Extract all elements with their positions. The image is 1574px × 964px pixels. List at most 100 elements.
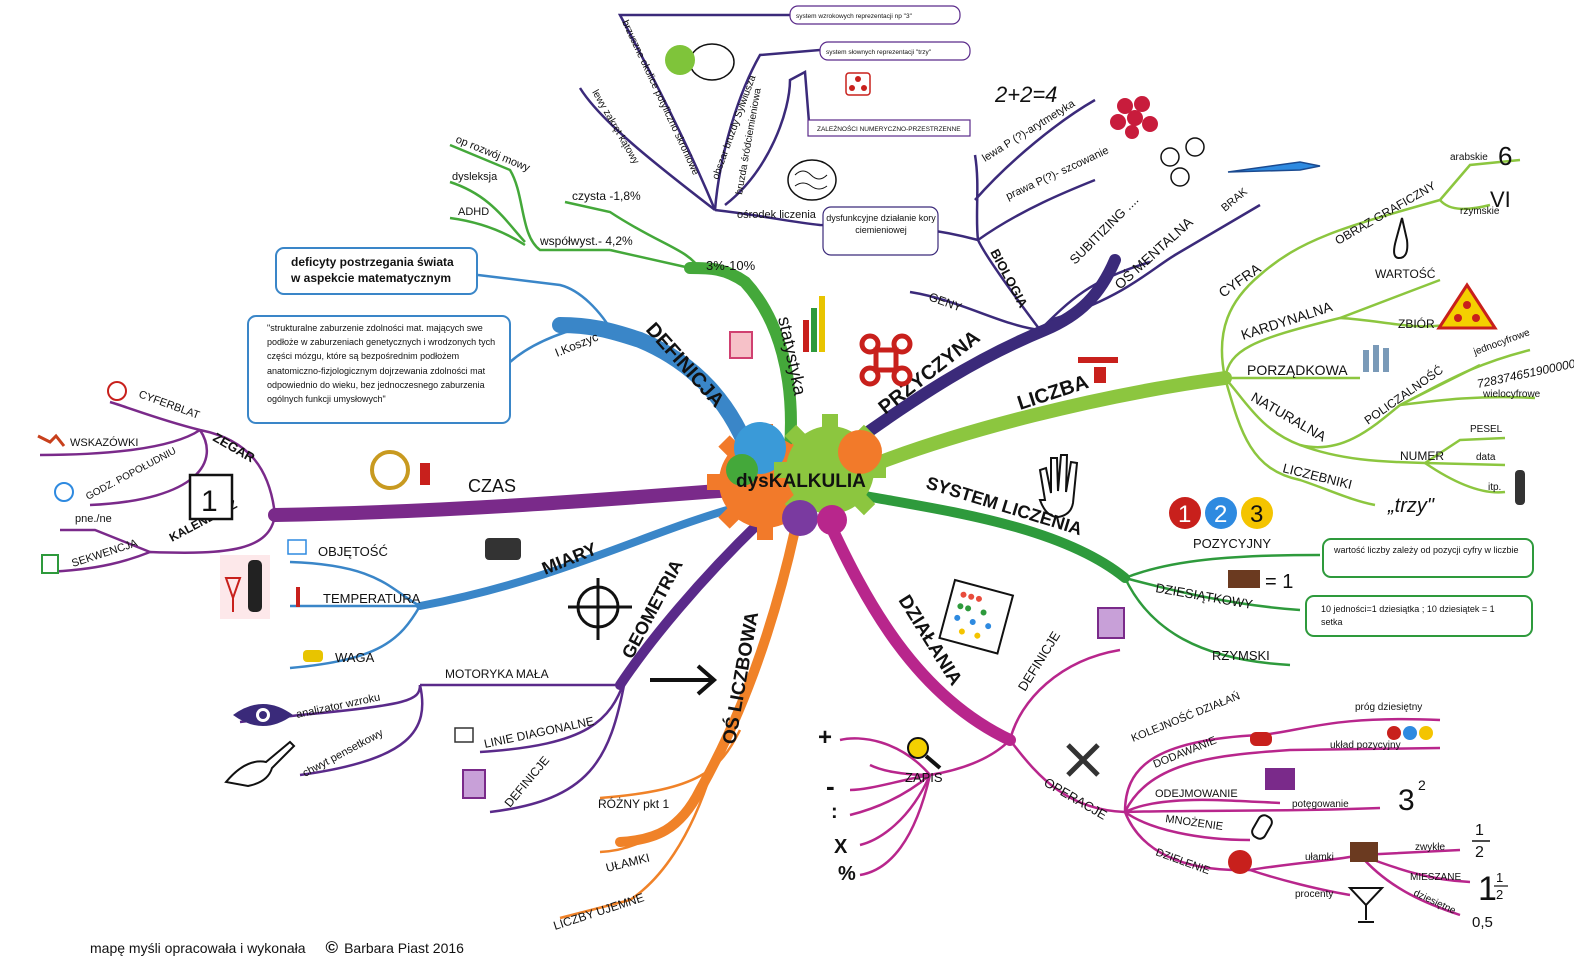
center-gears bbox=[707, 414, 886, 540]
writing-hand-icon bbox=[224, 740, 296, 788]
box-dysfunkcja bbox=[822, 206, 939, 256]
people-icon bbox=[1363, 345, 1389, 372]
label-kardynalna: KARDYNALNA bbox=[1239, 298, 1335, 343]
finger-icon bbox=[1393, 217, 1409, 260]
label-times: X bbox=[834, 836, 848, 858]
cocktail-icon bbox=[1347, 887, 1385, 923]
tape-icon bbox=[485, 538, 521, 560]
label-definicje-dz: DEFINICJE bbox=[1015, 628, 1063, 693]
bottle-icon bbox=[1251, 814, 1273, 840]
label-pozycyjny: POZYCYJNY bbox=[1193, 536, 1271, 551]
label-numer: NUMER bbox=[1400, 449, 1444, 463]
label-dysleksja: dysleksja bbox=[452, 171, 498, 183]
label-ulamki-dz: ułamki bbox=[1305, 852, 1334, 863]
label-ulamki-os: UŁAMKI bbox=[604, 851, 651, 875]
bar-chart-icon bbox=[803, 296, 825, 352]
label-motoryka: MOTORYKA MAŁA bbox=[445, 667, 549, 681]
label-eq1: = 1 bbox=[1265, 571, 1293, 593]
pot-icon bbox=[1250, 732, 1272, 746]
branch-miary bbox=[416, 501, 749, 610]
label-rzymski: RZYMSKI bbox=[1212, 648, 1270, 663]
label-obraz: OBRAZ GRAFICZNY bbox=[1333, 178, 1439, 247]
label-biologia: BIOLOGIA bbox=[987, 246, 1031, 310]
label-rzymskie: rzymskie bbox=[1460, 206, 1500, 217]
label-pne: pne./ne bbox=[75, 513, 112, 525]
frame-icon bbox=[729, 331, 753, 359]
footer-text: mapę myśli opracowała i wykonała bbox=[90, 940, 306, 956]
box-zaleznosci-text: ZALEŻNOŚCI NUMERYCZNO-PRZESTRZENNE bbox=[817, 124, 961, 133]
checklist-icon bbox=[41, 554, 59, 574]
stopwatch-icon bbox=[370, 450, 410, 490]
calendar-icon: 1 bbox=[188, 473, 234, 521]
label-percent: % bbox=[838, 863, 856, 885]
icons: 1 2 3 bbox=[37, 43, 1525, 923]
label-wielocyfrowe: wielocyfrowe bbox=[1482, 389, 1541, 400]
label-objetosc: OBJĘTOŚĆ bbox=[318, 544, 388, 559]
alarm-icon bbox=[107, 381, 127, 401]
box-dysfunkcja-text: dysfunkcyjne działanie kory ciemieniowej bbox=[826, 213, 936, 235]
magnifier-icon bbox=[907, 737, 942, 770]
label-dec: 0,5 bbox=[1472, 914, 1493, 931]
center-title: dysKALKULIA bbox=[736, 471, 866, 492]
triangle-set-icon bbox=[1436, 282, 1498, 330]
label-uklad: układ pozycyjny bbox=[1330, 740, 1401, 751]
label-itp: itp. bbox=[1488, 482, 1501, 493]
label-zwykle: zwykłe bbox=[1415, 842, 1445, 853]
clock-icon bbox=[54, 482, 74, 502]
box-system1 bbox=[789, 5, 961, 25]
footer-author: Barbara Piast 2016 bbox=[344, 940, 464, 956]
label-cyferblat: CYFERBLAT bbox=[137, 389, 201, 422]
label-kolejnosc: KOLEJNOŚĆ DZIAŁAŃ bbox=[1129, 689, 1242, 745]
digit-1: 1 bbox=[1178, 501, 1191, 528]
test-tubes-icon bbox=[287, 539, 307, 555]
label-pct: 3%-10% bbox=[706, 258, 756, 273]
label-pot-exp: 2 bbox=[1418, 777, 1426, 793]
frame-icon-dz bbox=[1097, 607, 1125, 639]
label-definicja: DEFINICJA bbox=[641, 319, 728, 412]
label-lewa: lewa P (?)-arytmetyka bbox=[980, 97, 1078, 164]
label-brak: BRAK bbox=[1219, 185, 1250, 214]
command-icon bbox=[859, 333, 913, 387]
berries-icon bbox=[1110, 96, 1158, 139]
label-czysta: czysta -1,8% bbox=[572, 189, 641, 203]
label-czas: CZAS bbox=[468, 476, 516, 496]
label-prog: próg dziesiętny bbox=[1355, 702, 1422, 713]
branch-definicja bbox=[552, 317, 760, 470]
main-labels: DEFINICJA statystyka PRZYCZYNA LICZBA SY… bbox=[468, 315, 1091, 746]
label-wspolwyst: współwyst.- 4,2% bbox=[539, 234, 633, 248]
label-pot-base: 3 bbox=[1398, 784, 1415, 817]
box-system2 bbox=[819, 41, 971, 61]
label-potegowanie: potęgowanie bbox=[1292, 799, 1349, 810]
label-operacje: OPERACJE bbox=[1042, 775, 1110, 823]
label-adhd: ADHD bbox=[458, 206, 489, 218]
label-mixed-num: 1 bbox=[1496, 870, 1503, 885]
label-mixed-den: 2 bbox=[1496, 887, 1503, 902]
label-analizator: analizator wzroku bbox=[295, 691, 381, 721]
frame-icon-geo bbox=[462, 769, 486, 799]
box-system1-text: system wzrokowych reprezentacji np "3" bbox=[796, 13, 913, 20]
definicja-box-1: deficyty postrzegania świata w aspekcie … bbox=[275, 247, 478, 295]
label-lewy-zakret: lewy zakręt kątowy bbox=[589, 88, 640, 166]
label-mixed-whole: 1 bbox=[1478, 870, 1497, 908]
digits-icon: 1 2 3 bbox=[1169, 497, 1273, 529]
label-osrodek: ośrodek liczenia bbox=[737, 209, 817, 221]
label-temperatura: TEMPERATURA bbox=[323, 591, 421, 606]
label-half-den: 2 bbox=[1475, 844, 1484, 861]
label-trzy: „trzy" bbox=[1387, 495, 1435, 517]
label-porzadkowa: PORZĄDKOWA bbox=[1247, 362, 1348, 378]
label-mnozenie: MNOŻENIE bbox=[1165, 812, 1224, 833]
main-branches bbox=[268, 254, 1232, 847]
division-icon bbox=[1078, 357, 1118, 383]
center-title-main: KALKULIA bbox=[769, 471, 866, 492]
money-bag-icon bbox=[1228, 850, 1252, 874]
faces-icon bbox=[1160, 137, 1205, 187]
przyczyna-boxes: system wzrokowych reprezentacji np "3" s… bbox=[789, 5, 971, 256]
label-dzielenie: DZIELENIE bbox=[1154, 847, 1212, 878]
definicja-box-2: "strukturalne zaburzenie zdolności mat. … bbox=[247, 315, 511, 424]
label-ujemne: LICZBY UJEMNE bbox=[552, 890, 646, 933]
label-subitizing: SUBITIZING .... bbox=[1067, 192, 1142, 267]
arrow-icon bbox=[1227, 161, 1321, 173]
board-icon bbox=[454, 727, 474, 743]
brain-icon bbox=[665, 43, 837, 201]
label-vi: VI bbox=[1490, 187, 1511, 212]
